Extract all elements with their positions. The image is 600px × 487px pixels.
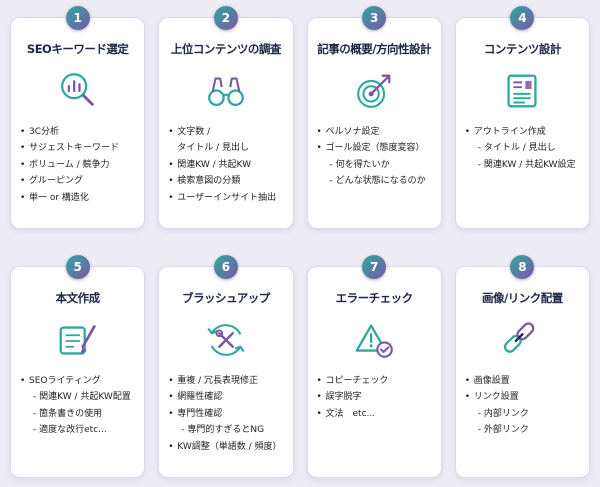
search-analytics-icon: [18, 66, 137, 116]
step-number-badge: 7: [362, 255, 387, 279]
step-card-7: 7 エラーチェック コピーチェック誤字脱字文法 etc...: [306, 255, 442, 478]
step-item-list: 3C分析サジェストキーワードボリューム / 競争力グルーピング単一 or 構造化: [18, 125, 137, 205]
step-title: SEOキーワード選定: [26, 42, 129, 56]
step-item: サジェストキーワード: [19, 141, 136, 156]
step-number-badge: 2: [213, 6, 238, 30]
step-item: 検索意図の分類: [167, 174, 284, 189]
link-icon: [463, 315, 582, 365]
step-item: - 箇条書きの使用: [33, 408, 103, 419]
step-item: ペルソナ設定: [316, 125, 433, 140]
step-title: 上位コンテンツの調査: [170, 42, 282, 56]
step-card-4: 4 コンテンツ設計 アウトライン作成 - タイトル / 見出し - 関連KW / 共…: [454, 6, 590, 229]
step-item-list: ペルソナ設定ゴール設定（態度変容） - 何を得たいか - どんな状態になるのか: [315, 125, 434, 189]
step-item: 単一 or 構造化: [19, 191, 136, 206]
step-item: SEOライティング: [19, 374, 136, 389]
step-item: 誤字脱字: [316, 390, 433, 405]
step-item: コピーチェック: [316, 374, 433, 389]
step-item: 文法 etc...: [316, 407, 433, 422]
tools-refresh-icon: [166, 315, 285, 365]
step-item: - 内部リンク: [477, 408, 529, 419]
step-item-list: SEOライティング - 関連KW / 共起KW配置 - 箇条書きの使用 - 適度な改行…: [18, 374, 137, 438]
step-item: - 適度な改行etc...: [33, 425, 107, 436]
step-card-5: 5 本文作成 SEOライティング - 関連KW / 共起KW配置 - 箇条書きの使用…: [10, 255, 146, 478]
step-title: 記事の概要/方向性設計: [317, 42, 431, 56]
step-title: 画像/リンク配置: [482, 291, 563, 305]
writing-pen-icon: [18, 315, 137, 365]
step-item: KW調整（単語数 / 頻度）: [167, 440, 284, 455]
step-item-list: 重複 / 冗長表現修正網羅性確認専門性確認 - 専門的すぎるとNG KW調整（単語数…: [166, 374, 285, 454]
step-item: 関連KW / 共起KW: [167, 158, 284, 173]
step-card-6: 6 ブラッシュアップ 重複 / 冗長表現修正網羅性確認専門性確認 - 専門的すぎる…: [158, 255, 294, 478]
step-item-list: コピーチェック誤字脱字文法 etc...: [315, 374, 434, 422]
step-title: ブラッシュアップ: [181, 291, 270, 305]
step-card-2: 2 上位コンテンツの調査 文字数 / タイトル / 見出し関連KW / 共起KW検…: [158, 6, 294, 229]
step-card-8: 8 画像/リンク配置 画像設置リンク設置 - 内部リンク - 外部リンク: [454, 255, 590, 478]
binoculars-icon: [166, 66, 285, 116]
step-item: ユーザーインサイト抽出: [167, 191, 284, 206]
step-item: - 何を得たいか: [329, 159, 390, 170]
step-card-3: 3 記事の概要/方向性設計 ペルソナ設定ゴール設定（態度変容） - 何を得たいか -…: [306, 6, 442, 229]
step-item: - 外部リンク: [477, 425, 529, 436]
document-outline-icon: [463, 66, 582, 116]
step-item-list: 文字数 / タイトル / 見出し関連KW / 共起KW検索意図の分類ユーザーインサ…: [166, 125, 285, 205]
step-item: アウトライン作成: [464, 125, 581, 140]
step-number-badge: 5: [65, 255, 90, 279]
step-number-badge: 8: [510, 255, 535, 279]
step-item-list: 画像設置リンク設置 - 内部リンク - 外部リンク: [463, 374, 582, 438]
step-number-badge: 3: [362, 6, 387, 30]
step-item: - 関連KW / 共起KW配置: [33, 392, 131, 403]
step-item-list: アウトライン作成 - タイトル / 見出し - 関連KW / 共起KW設定: [463, 125, 582, 172]
step-item: - 専門的すぎるとNG: [181, 425, 265, 436]
step-item: ゴール設定（態度変容）: [316, 141, 433, 156]
step-item: 専門性確認: [167, 407, 284, 422]
step-item: リンク設置: [464, 390, 581, 405]
step-item: 重複 / 冗長表現修正: [167, 374, 284, 389]
step-item: 文字数 /: [167, 125, 284, 140]
step-item: グルーピング: [19, 174, 136, 189]
step-title: エラーチェック: [335, 291, 414, 305]
step-number-badge: 4: [510, 6, 535, 30]
step-item: - タイトル / 見出し: [477, 143, 556, 154]
step-item: ボリューム / 競争力: [19, 158, 136, 173]
step-card-1: 1 SEOキーワード選定 3C分析サジェストキーワードボリューム / 競争力グル…: [10, 6, 146, 229]
step-number-badge: 6: [213, 255, 238, 279]
step-item: 網羅性確認: [167, 390, 284, 405]
target-arrow-icon: [315, 66, 434, 116]
step-item: 3C分析: [19, 125, 136, 140]
step-title: 本文作成: [55, 291, 101, 305]
step-item: 画像設置: [464, 374, 581, 389]
warning-check-icon: [315, 315, 434, 365]
step-title: コンテンツ設計: [483, 42, 562, 56]
step-item: - 関連KW / 共起KW設定: [477, 159, 576, 170]
step-number-badge: 1: [65, 6, 90, 30]
step-item: タイトル / 見出し: [177, 143, 250, 154]
step-item: - どんな状態になるのか: [329, 176, 426, 187]
